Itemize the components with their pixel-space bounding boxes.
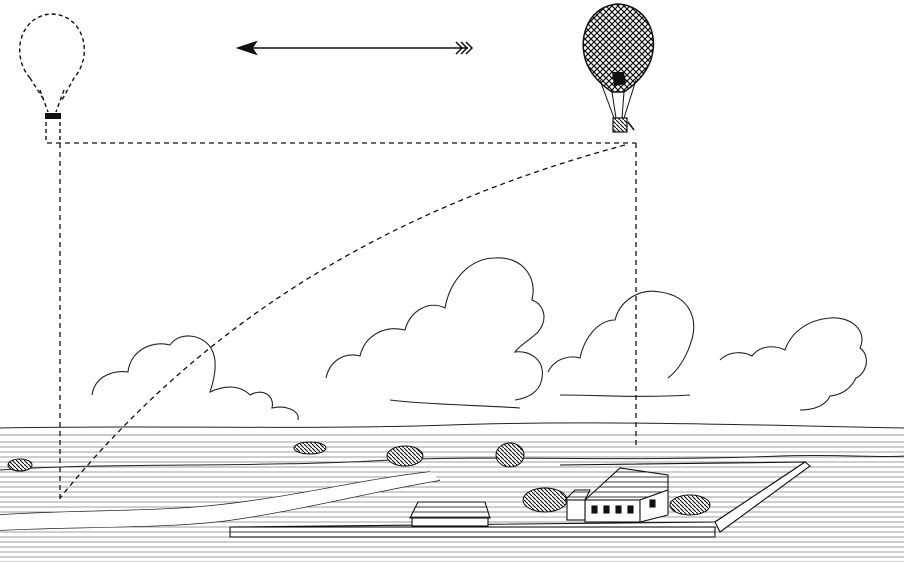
balloon-basket [612, 117, 628, 133]
ghost-balloon [18, 13, 86, 143]
farm [229, 461, 811, 538]
hot-air-balloon [582, 3, 655, 133]
wind-direction-arrow-icon [235, 40, 474, 56]
ghost-balloon-ring [45, 113, 61, 119]
river [0, 472, 440, 530]
trees [7, 441, 711, 516]
clouds [91, 257, 867, 421]
